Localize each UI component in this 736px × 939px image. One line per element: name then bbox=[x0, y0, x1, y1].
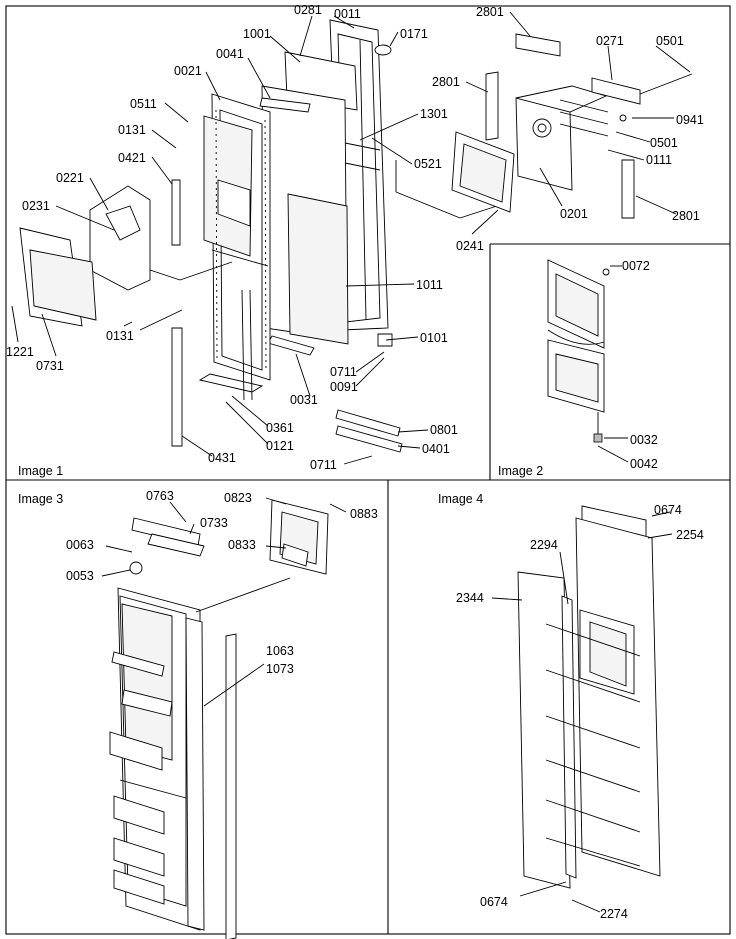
callout-label: 0171 bbox=[400, 27, 428, 41]
callout-label: 0031 bbox=[290, 393, 318, 407]
callout-label: 0711 bbox=[330, 365, 357, 379]
callout-label: 0674 bbox=[654, 503, 682, 517]
callout-label: 0763 bbox=[146, 489, 174, 503]
callout-label: 0032 bbox=[630, 433, 658, 447]
callout-label: 0823 bbox=[224, 491, 252, 505]
panel-title-image2: Image 2 bbox=[498, 464, 543, 478]
callout-label: 0042 bbox=[630, 457, 658, 471]
image1-leaders bbox=[11, 11, 691, 465]
callout-label: 0711 bbox=[310, 458, 337, 472]
callout-label: 0401 bbox=[422, 442, 450, 456]
callout-label: 0883 bbox=[350, 507, 378, 521]
callout-label: 2274 bbox=[600, 907, 628, 921]
callout-label: 0674 bbox=[480, 895, 508, 909]
callout-label: 0011 bbox=[334, 7, 361, 21]
panel-title-image4: Image 4 bbox=[438, 492, 483, 506]
callout-label: 0072 bbox=[622, 259, 650, 273]
callout-label: 0101 bbox=[420, 331, 448, 345]
callout-label: 1063 bbox=[266, 644, 294, 658]
callout-label: 0091 bbox=[330, 380, 358, 394]
image2-drawing bbox=[547, 259, 629, 463]
callout-label: 0041 bbox=[216, 47, 244, 61]
callout-label: 0511 bbox=[130, 97, 157, 111]
callout-label: 0731 bbox=[36, 359, 64, 373]
callout-label: 0521 bbox=[414, 157, 442, 171]
callout-label: 0231 bbox=[22, 199, 50, 213]
callout-label: 0221 bbox=[56, 171, 84, 185]
callout-label: 0131 bbox=[118, 123, 146, 137]
callout-label: 0111 bbox=[646, 153, 672, 167]
image1-drawing bbox=[19, 19, 693, 453]
callout-label: 0733 bbox=[200, 516, 228, 530]
callout-label: 2294 bbox=[530, 538, 558, 552]
panel-title-image1: Image 1 bbox=[18, 464, 63, 478]
callout-label: 0421 bbox=[118, 151, 146, 165]
callout-label: 0501 bbox=[650, 136, 678, 150]
callout-label: 1001 bbox=[243, 27, 271, 41]
panel-title-image3: Image 3 bbox=[18, 492, 63, 506]
callout-label: 1221 bbox=[6, 345, 34, 359]
callout-label: 1073 bbox=[266, 662, 294, 676]
callout-label: 0271 bbox=[596, 34, 624, 48]
callout-label: 1011 bbox=[416, 278, 443, 292]
callout-label: 0501 bbox=[656, 34, 684, 48]
image1-callouts: 0281 0011 1001 0171 0041 0021 0511 0131 … bbox=[6, 3, 704, 472]
callout-label: 1301 bbox=[420, 107, 448, 121]
callout-label: 0063 bbox=[66, 538, 94, 552]
callout-label: 0801 bbox=[430, 423, 458, 437]
callout-label: 0021 bbox=[174, 64, 202, 78]
image3-callouts: 0763 0733 0063 0053 0823 0883 0833 1063 … bbox=[66, 489, 378, 676]
callout-label: 2801 bbox=[672, 209, 700, 223]
image2-callouts: 0072 0032 0042 bbox=[622, 259, 658, 471]
callout-label: 2801 bbox=[432, 75, 460, 89]
image3-drawing bbox=[101, 497, 347, 939]
callout-label: 0241 bbox=[456, 239, 484, 253]
callout-label: 0833 bbox=[228, 538, 256, 552]
image4-callouts: 0674 2254 2294 2344 0674 2274 bbox=[456, 503, 704, 921]
image4-drawing bbox=[491, 505, 673, 913]
panel-titles: Image 1 Image 2 Image 3 Image 4 bbox=[18, 464, 543, 506]
callout-label: 0281 bbox=[294, 3, 322, 17]
callout-label: 0121 bbox=[266, 439, 294, 453]
callout-label: 2254 bbox=[676, 528, 704, 542]
callout-label: 2801 bbox=[476, 5, 504, 19]
callout-label: 0131 bbox=[106, 329, 134, 343]
panel-frames bbox=[5, 5, 731, 935]
callout-label: 0053 bbox=[66, 569, 94, 583]
callout-label: 0361 bbox=[266, 421, 294, 435]
callout-label: 0431 bbox=[208, 451, 236, 465]
callout-label: 2344 bbox=[456, 591, 484, 605]
callout-label: 0201 bbox=[560, 207, 588, 221]
callout-label: 0941 bbox=[676, 113, 704, 127]
